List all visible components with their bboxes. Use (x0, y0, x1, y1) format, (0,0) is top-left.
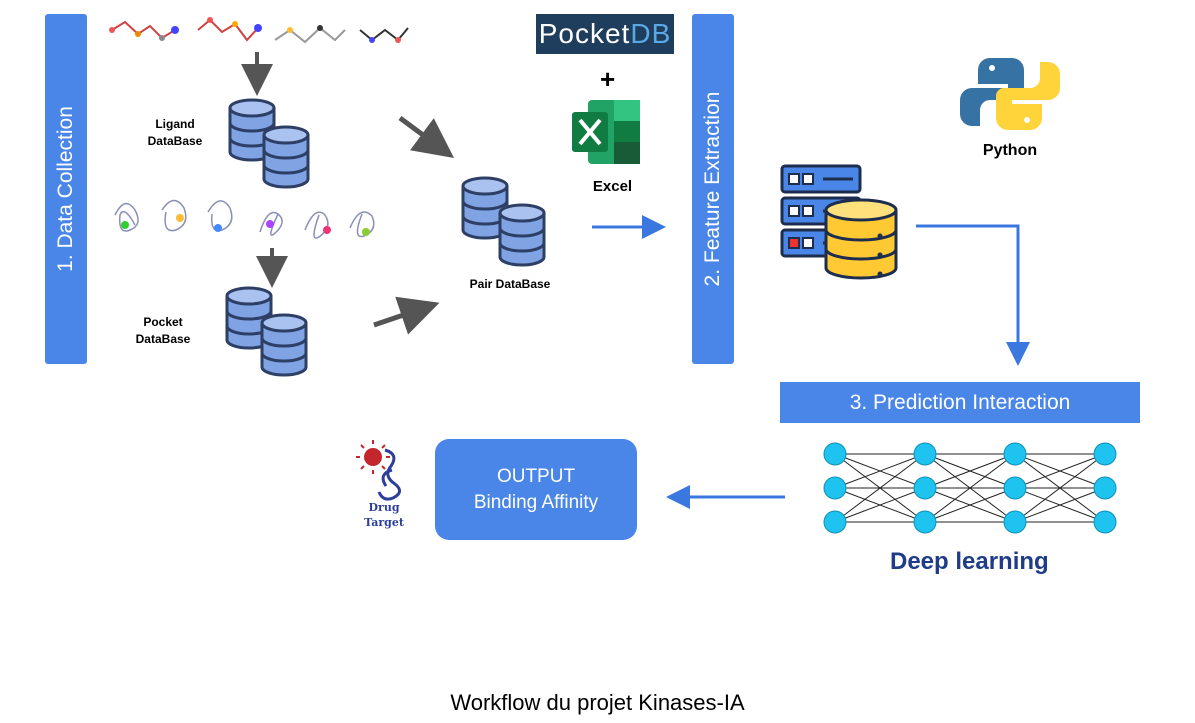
neuron-node (913, 476, 937, 500)
neuron-node (1003, 510, 1027, 534)
arrow-ligand-to-pair (398, 115, 455, 158)
python-logo-icon (960, 58, 1060, 130)
ligand-database-label-line1: Ligand (155, 117, 195, 131)
network-connection (1014, 453, 1106, 489)
ligand-database-label: Ligand DataBase (130, 116, 220, 150)
network-connection (834, 453, 926, 523)
drug-target-label: Drug Target (358, 500, 410, 530)
neuron-node (1093, 442, 1117, 466)
stage-feature-extraction: 2. Feature Extraction (692, 14, 734, 364)
neuron-node (1003, 476, 1027, 500)
pair-database-icon (461, 176, 546, 267)
output-box: OUTPUT Binding Affinity (435, 439, 637, 540)
neuron-node (1003, 442, 1027, 466)
stage-prediction-interaction: 3. Prediction Interaction (780, 382, 1140, 423)
molecule-icon (109, 17, 409, 44)
arrow-pocket-to-pair (373, 296, 440, 335)
pocket-database-icon (225, 286, 308, 377)
drug-target-label-line2: Target (364, 516, 404, 529)
neuron-node (823, 510, 847, 534)
pocketdb-logo-part2: DB (630, 18, 672, 49)
network-connection (1014, 487, 1106, 523)
server-icon (780, 164, 898, 280)
network-connection (924, 487, 1016, 523)
pair-database-label: Pair DataBase (469, 277, 551, 291)
neural-network-icon (823, 442, 1117, 534)
neuron-node (1093, 476, 1117, 500)
protein-icon (114, 199, 375, 239)
excel-logo-icon (572, 100, 640, 164)
pocket-database-label-line1: Pocket (143, 315, 183, 329)
ligand-database-icon (228, 98, 310, 189)
network-connection (834, 453, 926, 489)
excel-label: Excel (592, 178, 633, 195)
network-connection (924, 453, 1016, 489)
arrow-server-to-prediction (916, 224, 1030, 366)
pocket-database-label-line2: DataBase (135, 332, 191, 346)
neuron-node (823, 442, 847, 466)
output-title: OUTPUT (496, 465, 576, 487)
plus-sign: + (600, 64, 616, 94)
deep-learning-label: Deep learning (890, 548, 1049, 575)
ligand-database-label-line2: DataBase (147, 134, 203, 148)
neuron-node (823, 476, 847, 500)
stage-data-collection: 1. Data Collection (45, 14, 87, 364)
network-connection (1014, 453, 1106, 523)
pocketdb-logo-part1: Pocket (538, 18, 631, 49)
figure-caption: Workflow du projet Kinases-IA (450, 690, 745, 715)
neuron-node (913, 442, 937, 466)
output-subtitle: Binding Affinity (473, 491, 599, 513)
pocket-database-label: Pocket DataBase (118, 314, 208, 348)
drug-target-icon (356, 440, 401, 501)
network-connection (924, 453, 1016, 523)
network-connection (834, 487, 926, 523)
neuron-node (913, 510, 937, 534)
neuron-node (1093, 510, 1117, 534)
drug-target-label-line1: Drug (368, 501, 400, 514)
python-label: Python (982, 142, 1038, 159)
